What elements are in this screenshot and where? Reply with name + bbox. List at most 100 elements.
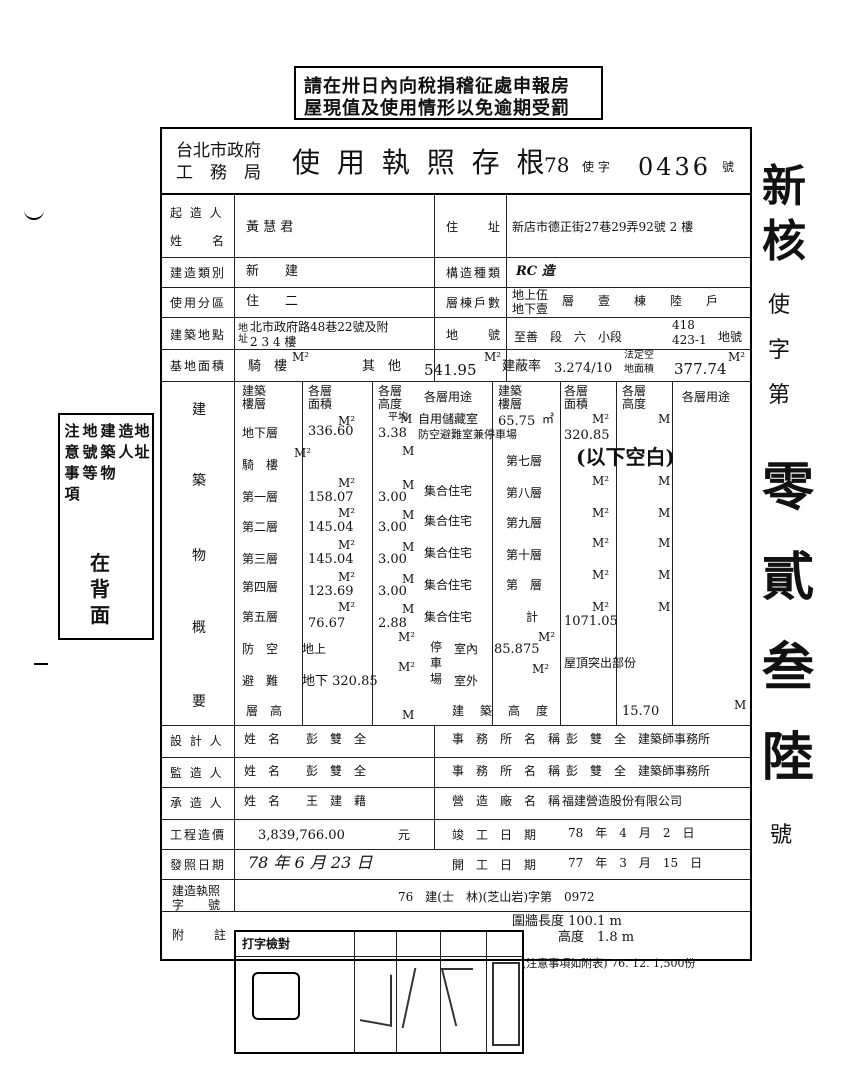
arcade-height-unit: M	[402, 444, 415, 458]
site-value-1: 北市政府路48巷22號及附	[250, 320, 389, 334]
cost-value: 3,839,766.00	[258, 828, 345, 843]
lot-label: 地 號	[446, 328, 503, 342]
rule	[162, 911, 750, 912]
floor-height: 3.38	[378, 426, 407, 441]
designer-name-label: 姓 名	[244, 732, 281, 746]
rule	[162, 819, 750, 820]
col-item-header-r: 建築 樓層	[498, 384, 523, 411]
notice-line-1: 請在卅日內向稅捐稽征處申報房	[304, 76, 570, 97]
roof-unit: ㎡	[542, 412, 555, 426]
rule	[162, 193, 750, 195]
contractor-firm: 福建營造股份有限公司	[562, 794, 683, 808]
rule	[162, 349, 750, 350]
rule	[162, 287, 750, 288]
floor-area: 145.04	[308, 552, 354, 567]
building-height-unit: M	[734, 698, 747, 712]
height-unit: M	[402, 602, 415, 616]
supervisor-name-label: 姓 名	[244, 764, 281, 778]
right-char-6: 零	[762, 457, 815, 518]
rule	[434, 193, 435, 381]
seal-icon	[492, 962, 520, 1046]
stamp-table: 打字檢對	[234, 930, 524, 1054]
area-unit: M²	[338, 506, 356, 520]
storey-height-unit: M	[402, 708, 415, 722]
area-unit: M²	[338, 600, 356, 614]
building-side-5: 要	[192, 694, 206, 710]
footer-note: (注意事項如附表) 76. 12. 1,500份	[522, 957, 696, 970]
margin-note-box: 注意事項 地號等 建築物 造人 地址 在 背 面	[58, 413, 154, 640]
right-floor-label: 計	[526, 610, 539, 624]
area-unit-r: M²	[592, 536, 610, 550]
permit-label-2: 字 號	[172, 898, 221, 912]
height-unit: M	[402, 572, 415, 586]
height-unit: M	[402, 478, 415, 492]
builder-name: 黃 慧 君	[246, 220, 294, 235]
building-height-value: 15.70	[622, 704, 660, 719]
right-floor-label: 第十層	[506, 548, 543, 562]
floor-label: 騎 樓	[242, 458, 279, 472]
floor-use-a: 集合住宅	[424, 546, 473, 560]
supervisor-name: 彭 雙 全	[306, 764, 367, 778]
margin-note-col2: 地號等	[82, 422, 98, 482]
col-height-header-r: 各層 高度	[622, 384, 647, 411]
legal-label-1: 法定空	[624, 350, 654, 361]
area-unit-r: M²	[592, 600, 610, 614]
site-value-2: 2 3 4 樓	[250, 335, 297, 349]
building-height-label: 建 築 高 度	[452, 704, 551, 718]
rule	[486, 932, 487, 1052]
parking-label-c: 場	[430, 672, 443, 686]
cost-unit: 元	[398, 828, 411, 842]
rule	[354, 932, 355, 1052]
right-floor-label: 第七層	[506, 454, 543, 468]
lot-value: 至善 段 六 小段	[514, 330, 623, 344]
lot-number-1: 418	[672, 318, 695, 332]
floor-use-a: 自用儲藏室	[418, 412, 479, 426]
signature-icon	[360, 969, 392, 1027]
civil-ground: 地上	[302, 642, 327, 656]
col-use-header-r: 各層用途	[682, 390, 731, 404]
height-unit: M	[402, 540, 415, 554]
parking-in-unit: M²	[538, 630, 556, 644]
signature-icon	[401, 968, 437, 1028]
parking-out-label: 室外	[454, 674, 479, 688]
right-floor-label: 第九層	[506, 516, 543, 530]
margin-note-col5: 地址	[134, 422, 150, 461]
permit-form: 台北市政府 工 務 局 使 用 執 照 存 根 78 使 字 0436 號 起 …	[160, 127, 752, 961]
cost-label: 工程造價	[170, 828, 227, 842]
height-unit-r: M	[658, 536, 671, 550]
designer-name: 彭 雙 全	[306, 732, 367, 746]
height-unit-r: M	[658, 474, 671, 488]
building-category-label: 建造類別	[170, 266, 227, 280]
coverage-value: 3.274/10	[554, 361, 613, 376]
rule	[234, 193, 235, 911]
rule	[162, 757, 750, 758]
org-line-2: 工 務 局	[176, 163, 261, 183]
building-side-2: 築	[192, 473, 206, 489]
height-unit-r: M	[658, 506, 671, 520]
floor-area: 145.04	[308, 520, 354, 535]
rule	[672, 381, 673, 725]
right-char-4: 字	[768, 338, 791, 363]
right-char-2: 核	[762, 216, 806, 267]
parking-label-a: 停	[430, 640, 443, 654]
back-1: 在	[90, 551, 110, 575]
floor-use-b: 防空避難室兼停車場	[418, 428, 517, 441]
blank-note: (以下空白)	[576, 445, 675, 469]
permit-number: 0436	[638, 153, 712, 181]
area-unit-r: M²	[592, 506, 610, 520]
shelter-unit: M²	[398, 660, 416, 674]
other-label: 其 他	[362, 359, 402, 374]
other-unit: M²	[484, 350, 502, 364]
arcade-unit: M²	[292, 350, 310, 364]
rule	[372, 381, 373, 725]
wall-height: 高度 1.8 m	[558, 930, 635, 945]
roof-note: 屋頂突出部份	[564, 656, 637, 670]
storey-height-label: 層 高	[246, 704, 283, 718]
coverage-label: 建蔽率	[502, 359, 542, 374]
civil-label: 防 空	[242, 642, 279, 656]
area-unit: M²	[338, 570, 356, 584]
legal-label-2: 地面積	[624, 364, 654, 375]
col-height-header: 各層 高度	[378, 384, 403, 411]
floor-label: 第二層	[242, 520, 279, 534]
margin-note-col4: 造人	[118, 422, 134, 461]
